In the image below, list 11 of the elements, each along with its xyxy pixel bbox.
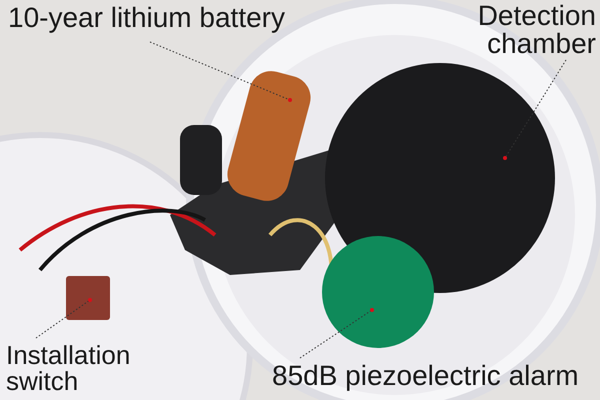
part-label: 85dB piezoelectric alarm xyxy=(272,362,594,390)
piezo-disc xyxy=(322,236,434,348)
leader-line xyxy=(503,60,566,160)
detection-chamber xyxy=(325,63,555,293)
leader-line xyxy=(36,298,92,338)
toggle-switch xyxy=(66,276,110,320)
part-label: Detection chamber xyxy=(470,2,596,58)
part-label: 10-year lithium battery xyxy=(8,4,308,32)
part-label: Installation switch xyxy=(6,342,151,394)
leader-line xyxy=(150,42,292,102)
leader-line xyxy=(300,308,374,358)
